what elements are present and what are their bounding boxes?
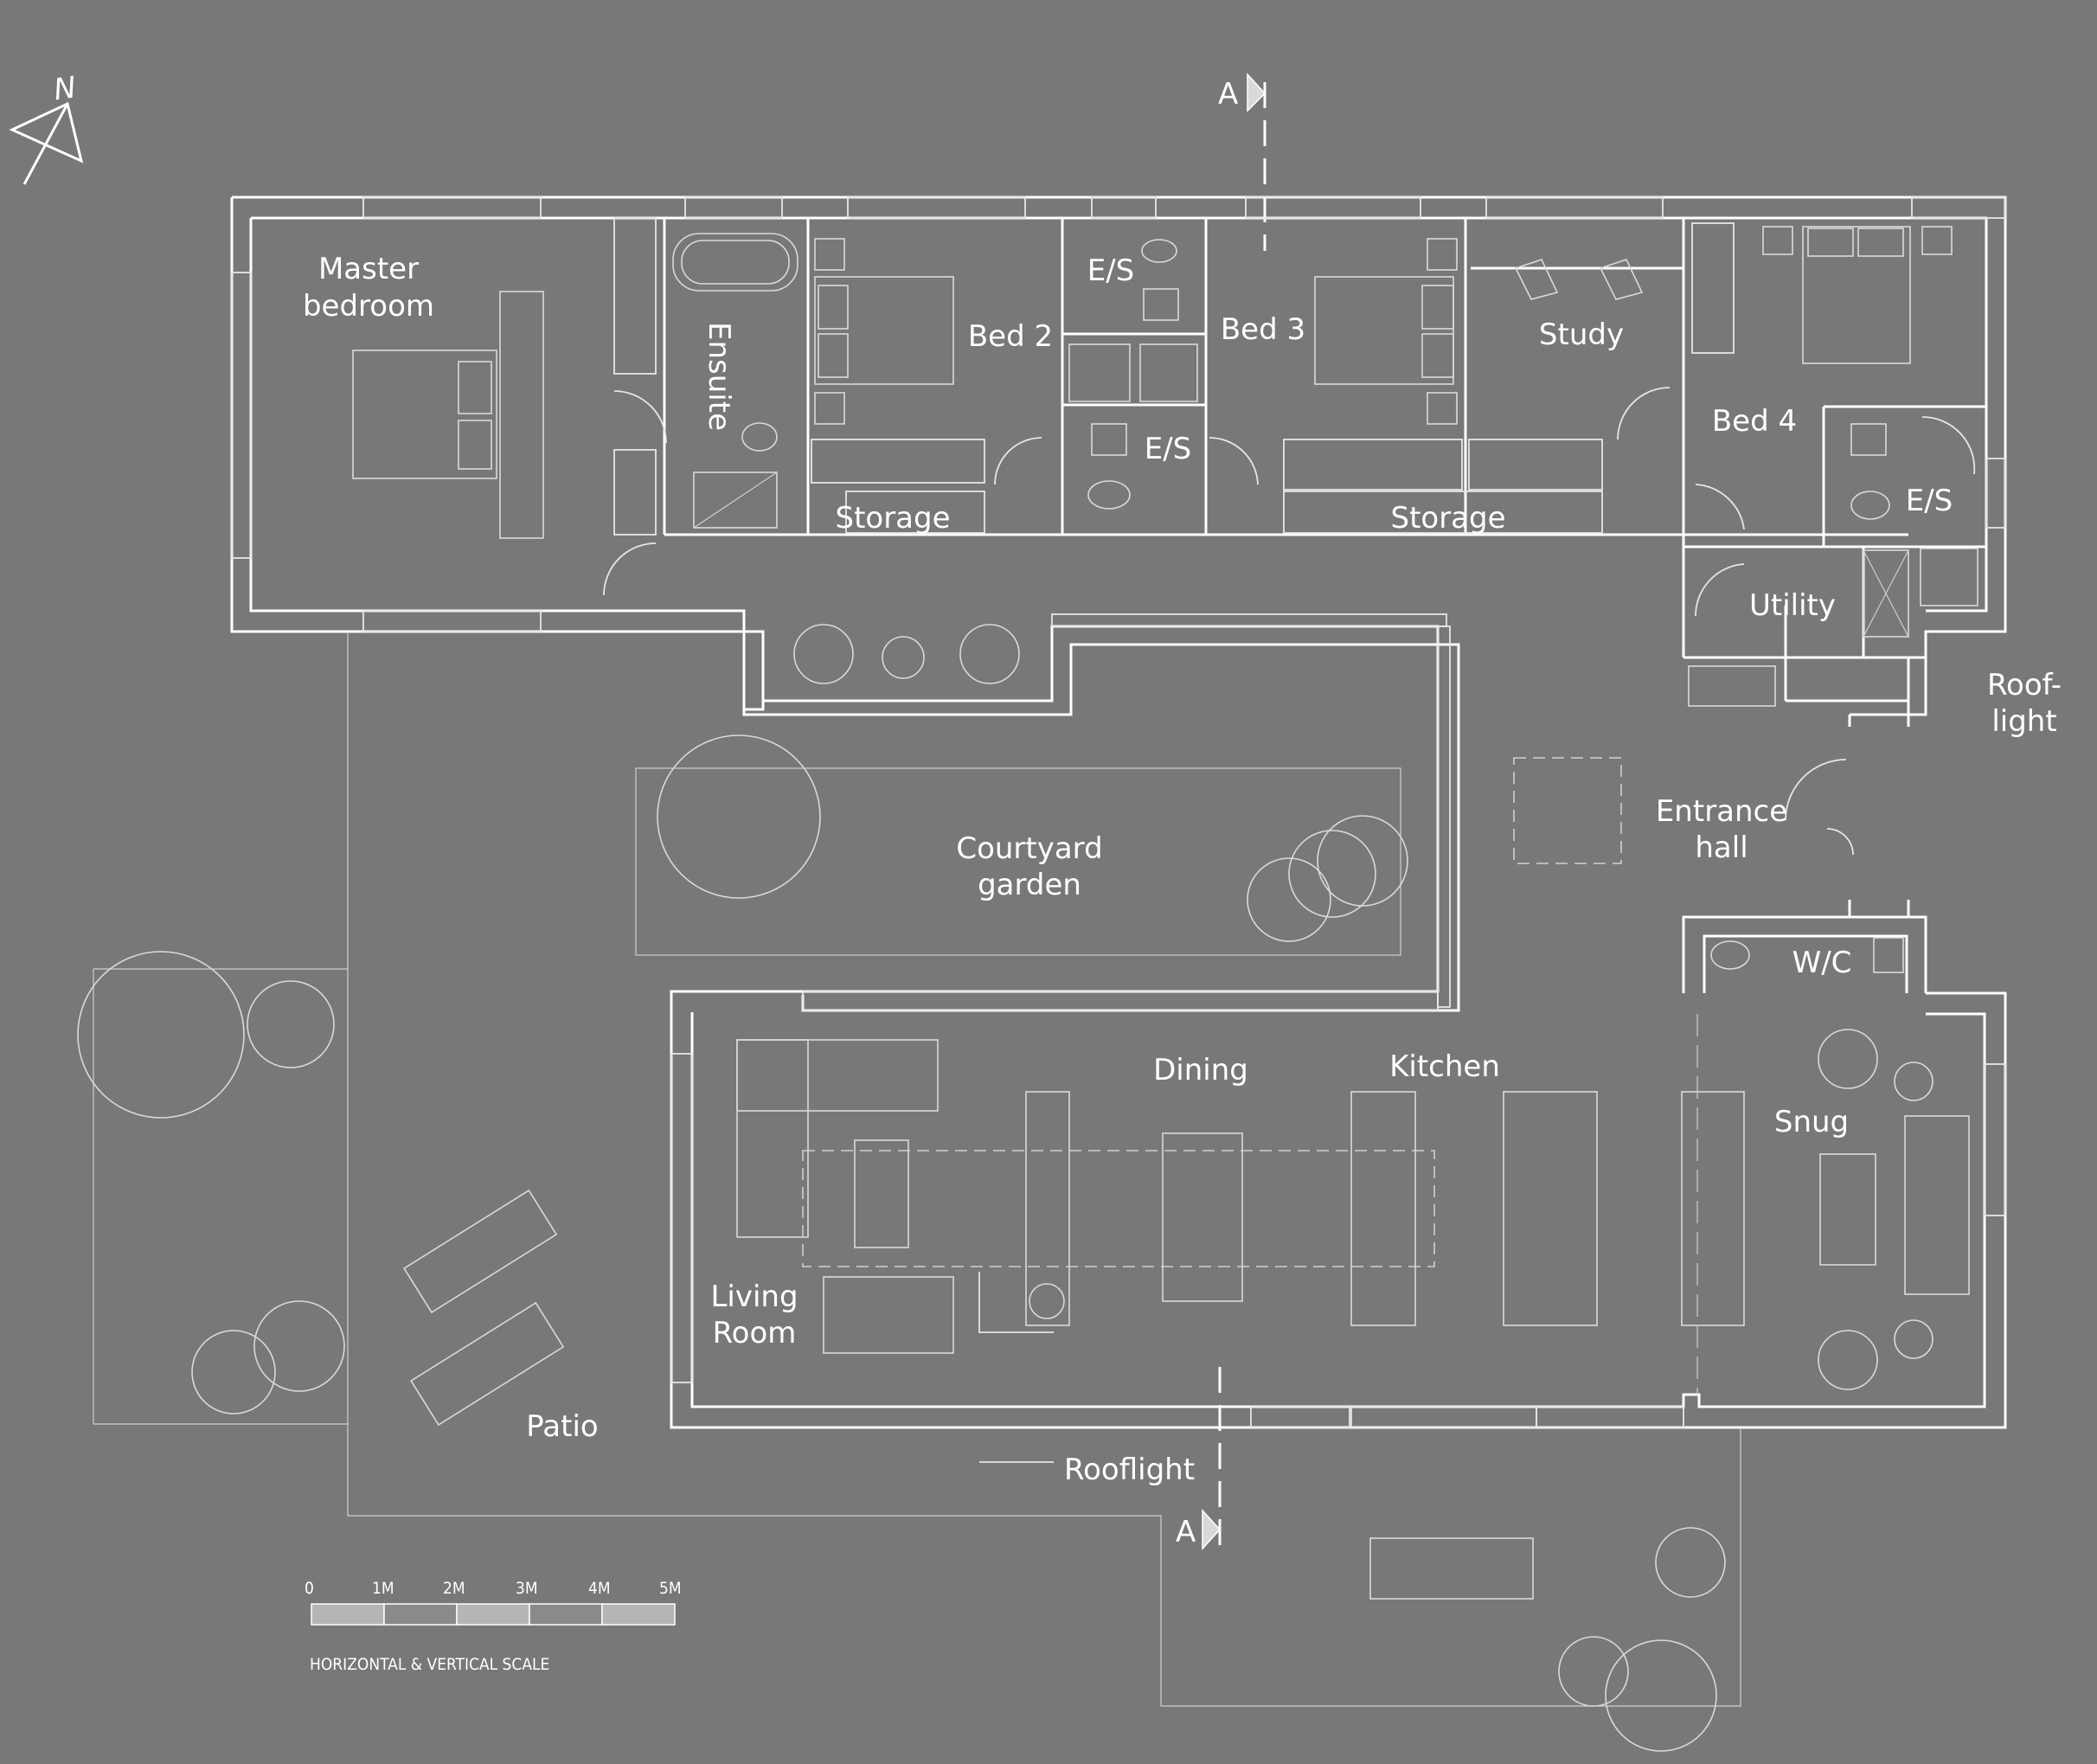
label-master-bedroom-line2: bedroom xyxy=(303,289,434,324)
label-wc: W/C xyxy=(1792,946,1852,980)
patio xyxy=(77,632,1741,1752)
section-label-top: A xyxy=(1218,77,1238,112)
furniture-top xyxy=(352,226,1978,973)
label-bed-3: Bed 3 xyxy=(1221,312,1305,347)
north-label: N xyxy=(52,70,79,107)
room-labels: Master bedroom Ensuite Bed 2 E/S E/S Bed… xyxy=(303,252,2062,1487)
label-living-room-line1: Living xyxy=(710,1280,798,1314)
label-es-right: E/S xyxy=(1906,484,1953,518)
label-kitchen: Kitchen xyxy=(1389,1049,1500,1084)
courtyard xyxy=(635,734,1408,956)
label-bed-4: Bed 4 xyxy=(1712,404,1797,439)
scale-tick-4: 4M xyxy=(588,1579,611,1598)
interior-walls xyxy=(603,217,1986,856)
label-es-mid: E/S xyxy=(1145,432,1192,466)
label-es-top: E/S xyxy=(1087,253,1135,288)
scale-tick-2: 2M xyxy=(443,1579,465,1598)
label-master-bedroom-line1: Master xyxy=(318,252,419,286)
scale-bar: 0 1M 2M 3M 4M 5M HORIZONTAL & VERTICAL S… xyxy=(305,1579,682,1674)
label-courtyard-garden-line2: garden xyxy=(978,868,1081,902)
exterior-walls xyxy=(230,196,2007,1429)
label-rooflight-top-line1: Roof- xyxy=(1987,668,2062,702)
scale-tick-0: 0 xyxy=(305,1579,314,1598)
label-storage-left: Storage xyxy=(835,501,950,536)
section-label-bottom: A xyxy=(1176,1515,1196,1549)
furniture-bottom xyxy=(736,1014,1970,1463)
scale-caption: HORIZONTAL & VERTICAL SCALE xyxy=(310,1655,549,1674)
label-living-room-line2: Room xyxy=(713,1316,797,1350)
label-ensuite: Ensuite xyxy=(702,322,736,431)
label-rooflight-top-line2: light xyxy=(1991,704,2056,739)
label-bed-2: Bed 2 xyxy=(968,319,1053,354)
label-patio: Patio xyxy=(526,1409,598,1444)
label-entrance-hall-line2: hall xyxy=(1695,831,1748,865)
scale-tick-3: 3M xyxy=(516,1579,538,1598)
label-utility: Utility xyxy=(1749,588,1836,623)
label-rooflight-bottom: Rooflight xyxy=(1064,1453,1195,1487)
label-storage-right: Storage xyxy=(1390,501,1505,536)
section-line-a: A A xyxy=(1176,73,1267,1550)
label-study: Study xyxy=(1539,318,1624,352)
scale-tick-5: 5M xyxy=(659,1579,682,1598)
label-entrance-hall-line1: Entrance xyxy=(1656,794,1787,829)
scale-tick-1: 1M xyxy=(372,1579,394,1598)
label-snug: Snug xyxy=(1774,1105,1849,1139)
north-arrow: N xyxy=(9,70,84,185)
label-courtyard-garden-line1: Courtyard xyxy=(956,831,1102,866)
label-dining: Dining xyxy=(1153,1053,1248,1087)
